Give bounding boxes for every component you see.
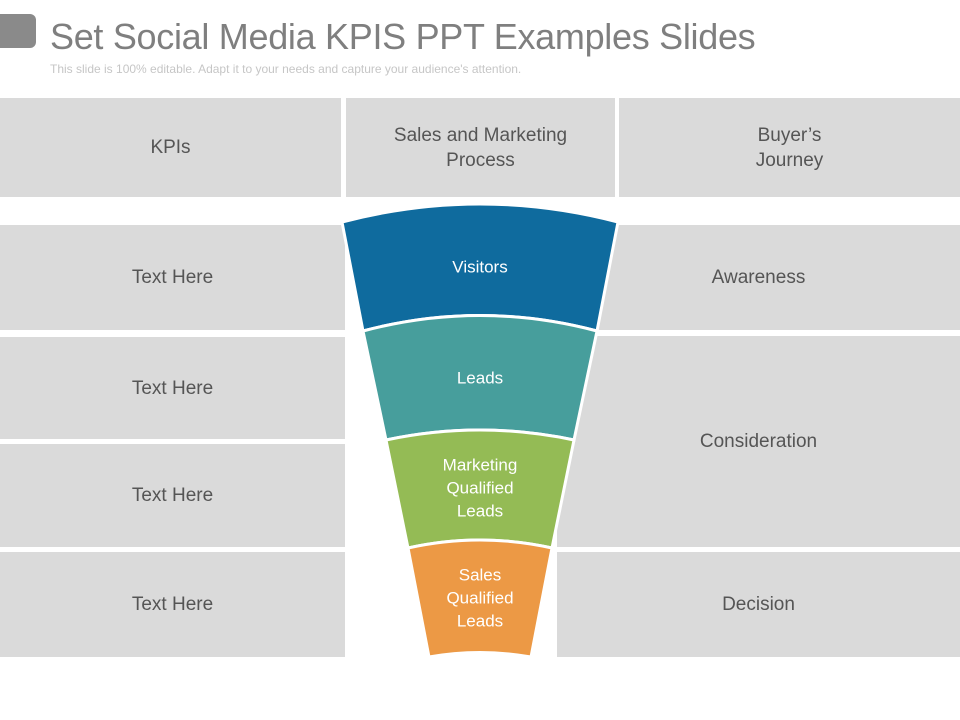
journey-awareness: Awareness xyxy=(557,225,960,330)
title-accent-tab xyxy=(0,14,36,48)
kpi-row-4: Text Here xyxy=(0,552,345,657)
journey-consideration: Consideration xyxy=(557,336,960,547)
funnel-segment-sql xyxy=(406,538,554,659)
header-kpis: KPIs xyxy=(0,98,341,197)
kpi-row-3: Text Here xyxy=(0,444,345,547)
funnel-label-mql: Marketing Qualified Leads xyxy=(442,455,518,521)
page-title: Set Social Media KPIS PPT Examples Slide… xyxy=(50,16,756,57)
kpi-row-2: Text Here xyxy=(0,337,345,439)
kpi-row-1: Text Here xyxy=(0,225,345,330)
header-process: Sales and Marketing Process xyxy=(346,98,615,197)
funnel-label-leads: Leads xyxy=(456,368,504,388)
journey-decision: Decision xyxy=(557,552,960,657)
funnel-label-sql: Sales Qualified Leads xyxy=(446,565,514,631)
page-subtitle: This slide is 100% editable. Adapt it to… xyxy=(50,62,522,76)
funnel-label-visitors: Visitors xyxy=(452,257,508,277)
header-journey: Buyer’s Journey xyxy=(619,98,960,197)
